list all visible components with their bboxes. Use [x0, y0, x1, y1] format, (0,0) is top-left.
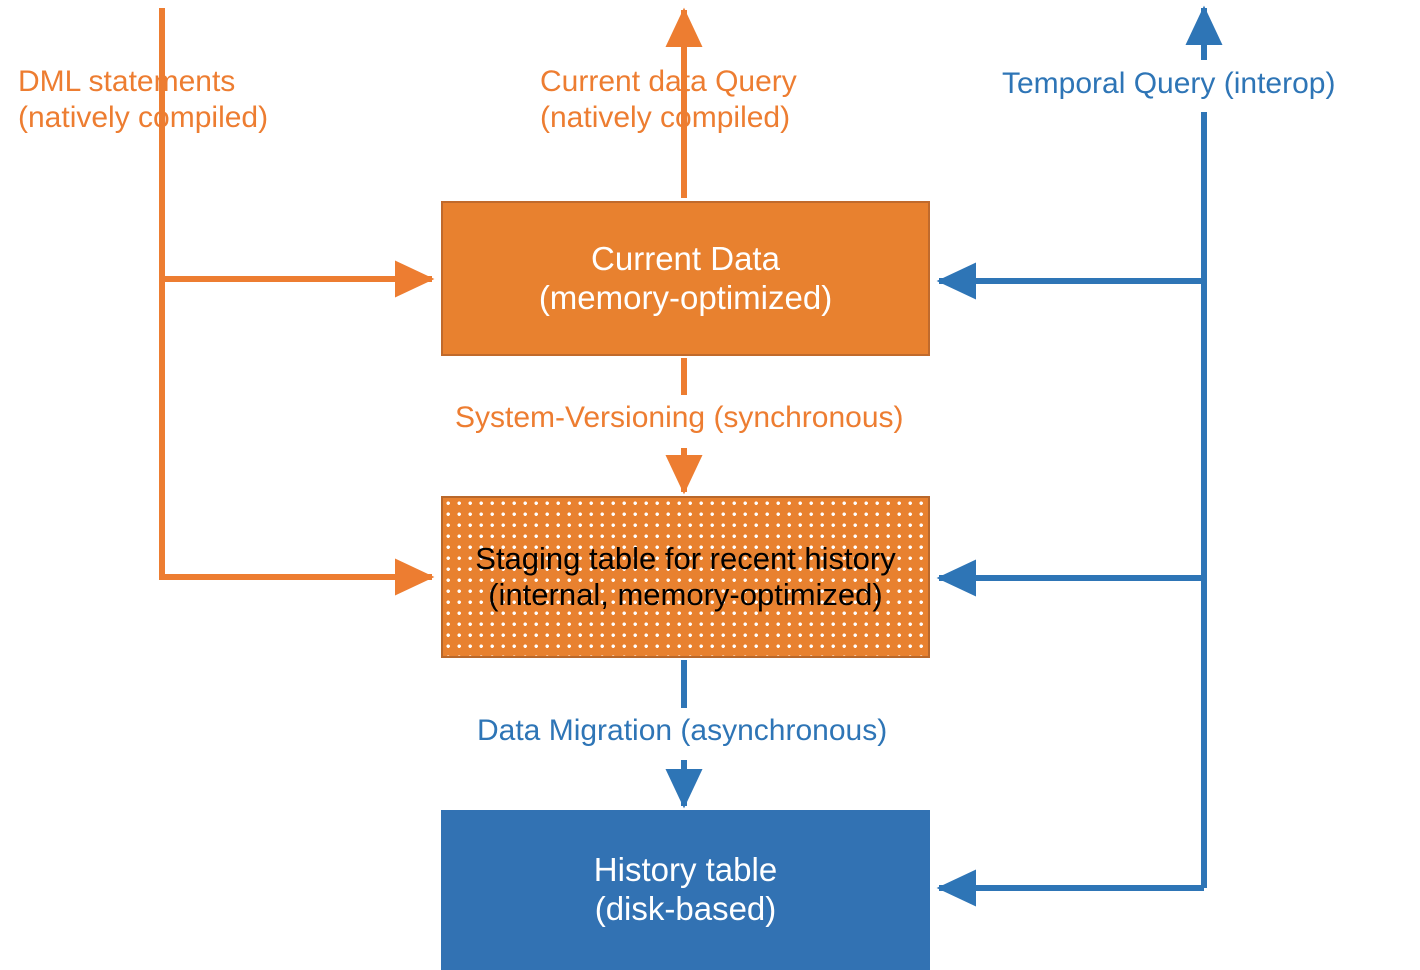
connector-dml-to-current-data: [159, 8, 435, 298]
label-system-versioning: System-Versioning (synchronous): [455, 401, 904, 434]
label-dml-statements: DML statements (natively compiled): [18, 65, 269, 134]
node-current-data[interactable]: Current Data (memory-optimized): [441, 201, 930, 356]
label-data-migration: Data Migration (asynchronous): [477, 714, 888, 747]
label-current-data-query: Current data Query (natively compiled): [540, 65, 797, 134]
label-temporal-query: Temporal Query (interop): [1002, 67, 1336, 100]
node-history-table[interactable]: History table (disk-based): [441, 810, 930, 970]
node-staging-table[interactable]: Staging table for recent history (intern…: [441, 496, 930, 658]
connector-dml-to-staging: [159, 279, 435, 596]
